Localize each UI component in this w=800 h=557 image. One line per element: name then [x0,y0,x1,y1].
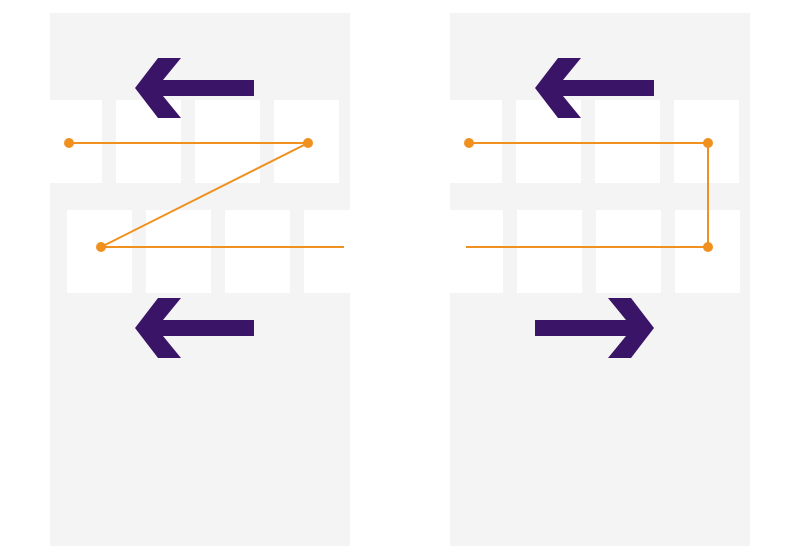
card [595,100,660,183]
path-line [466,142,709,248]
arrow-left-icon [135,58,254,118]
left-panel [50,13,350,546]
arrow-left-icon [535,58,654,118]
card [50,100,102,183]
path-dot [64,138,74,148]
path-dot [464,138,474,148]
path-dot [703,138,713,148]
card [517,210,582,293]
card [225,210,290,293]
card [146,210,211,293]
card [450,100,502,183]
right-row-1 [450,100,739,183]
path-dot [703,242,713,252]
card [304,210,350,293]
path-dot [303,138,313,148]
card [450,210,503,293]
card [195,100,260,183]
right-panel [450,13,750,546]
path-line [69,142,344,248]
left-reading-path [64,138,344,252]
card [596,210,661,293]
path-dot [96,242,106,252]
right-reading-path [464,138,713,252]
right-row-2 [450,210,740,293]
arrow-right-icon [535,298,654,358]
left-row-2 [67,210,350,293]
arrow-left-icon [135,298,254,358]
